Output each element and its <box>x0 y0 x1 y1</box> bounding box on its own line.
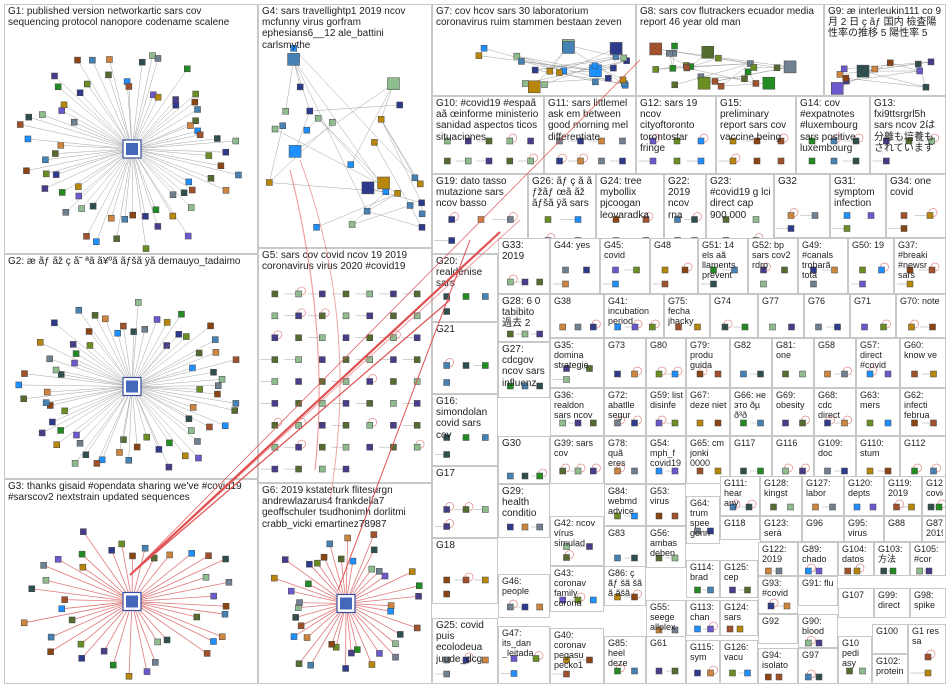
link-g3-g20 <box>130 300 450 575</box>
link-g4-g6 <box>300 160 340 500</box>
link-g3-g33 <box>130 232 500 575</box>
link-g3-g26 <box>130 220 520 575</box>
link-g6-g19 <box>338 240 470 590</box>
link-g3-g8 <box>130 60 640 575</box>
